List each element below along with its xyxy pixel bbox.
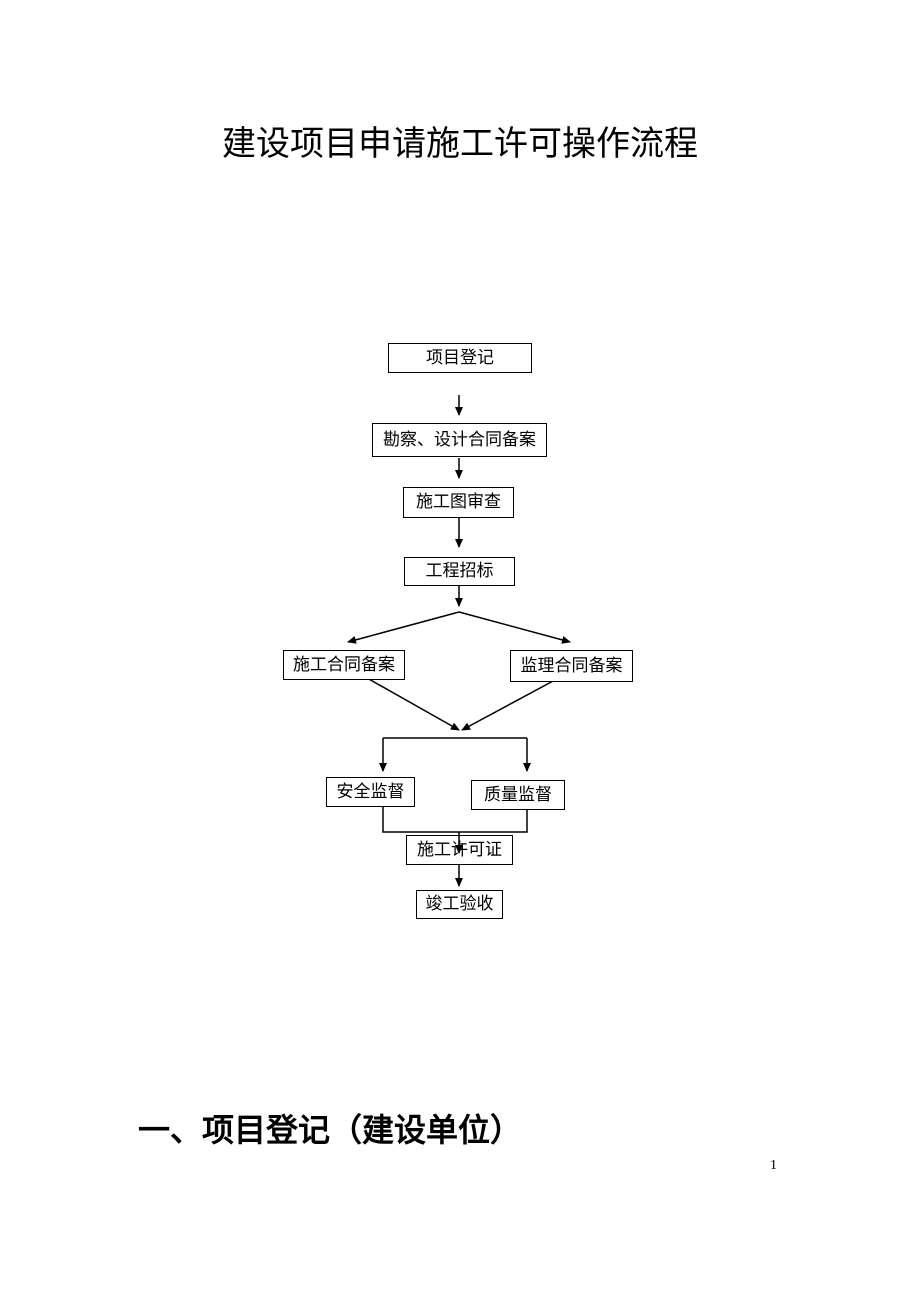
arrow-split-right — [458, 611, 571, 644]
step-completion-acceptance: 竣工验收 — [416, 890, 503, 919]
page-number: 1 — [770, 1158, 777, 1173]
document-title: 建设项目申请施工许可操作流程 — [222, 124, 698, 164]
step-project-registration: 项目登记 — [388, 343, 532, 373]
step-safety-supervision: 安全监督 — [326, 777, 415, 807]
step-drawing-review: 施工图审查 — [403, 487, 514, 518]
step-project-bidding: 工程招标 — [404, 557, 515, 586]
join-line-right — [459, 810, 528, 833]
step-quality-supervision: 质量监督 — [471, 780, 565, 810]
join-line-left — [382, 807, 459, 833]
arrow-split-left — [347, 611, 460, 644]
step-construction-contract: 施工合同备案 — [283, 650, 405, 680]
step-supervision-contract: 监理合同备案 — [510, 650, 633, 682]
step-construction-permit: 施工许可证 — [406, 835, 513, 865]
step-survey-design-contract: 勘察、设计合同备案 — [372, 423, 547, 457]
section-heading: 一、项目登记（建设单位） — [138, 1111, 523, 1149]
